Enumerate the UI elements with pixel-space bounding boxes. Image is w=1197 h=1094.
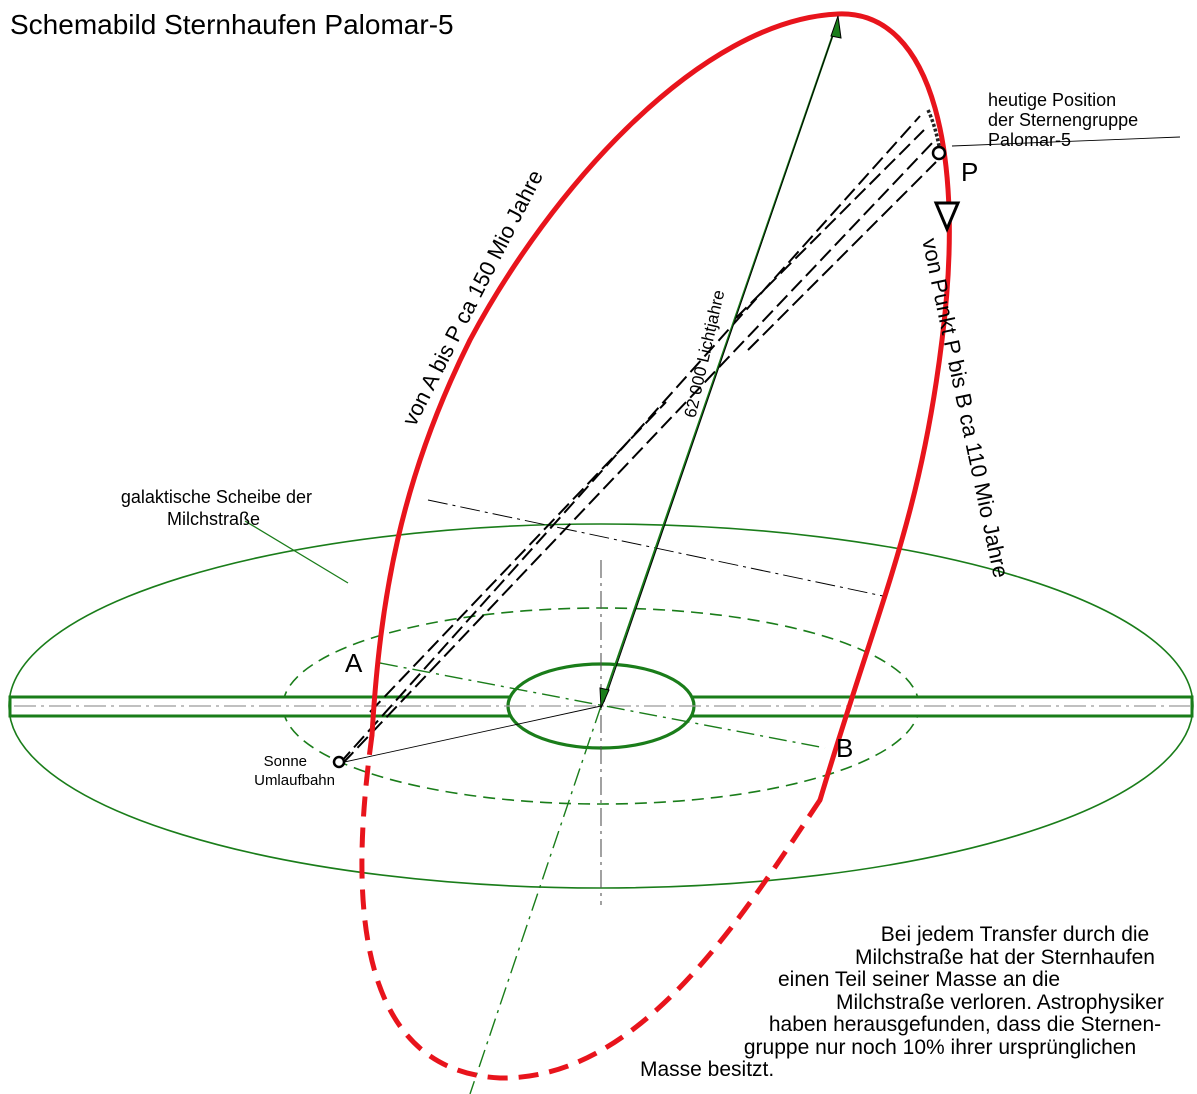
sight-line-5 — [735, 129, 925, 319]
sun-to-center-line — [339, 705, 602, 764]
distance-vector-shadow — [603, 25, 837, 703]
sight-line-4 — [747, 161, 937, 351]
distance-arrow-head-top — [830, 15, 842, 39]
sight-line-2 — [342, 138, 937, 764]
sun-marker — [332, 755, 346, 769]
orbit-direction-arrow-icon — [933, 201, 961, 233]
point-b-label: B — [836, 733, 854, 763]
disk-note-line-2: Milchstraße — [166, 509, 260, 529]
orbit-lower-dashed — [359, 734, 823, 1081]
diagram-title: Schemabild Sternhaufen Palomar-5 — [10, 9, 454, 40]
sun-note-line-2: Umlaufbahn — [254, 772, 335, 789]
orbit-current-segment — [926, 109, 941, 147]
disk-note-line-1: galaktische Scheibe der — [120, 487, 312, 507]
transfer-line-3: einen Teil seiner Masse an die — [778, 968, 1061, 991]
transfer-line-6: gruppe nur noch 10% ihrer ursprünglichen — [743, 1035, 1137, 1059]
point-p-label: P — [961, 157, 979, 187]
transfer-line-1: Bei jedem Transfer durch die — [880, 923, 1150, 946]
current-position-line-3: Palomar-5 — [988, 130, 1072, 150]
orbit-axis-lower — [469, 705, 602, 1094]
transfer-line-2: Milchstraße hat der Sternhaufen — [855, 945, 1155, 969]
orbit-upper-solid — [369, 11, 952, 803]
current-position-note: heutige Position der Sternengruppe Palom… — [988, 90, 1138, 150]
sight-line-3 — [369, 401, 667, 713]
disk-label-pointer — [244, 520, 349, 584]
disk-note: galaktische Scheibe der Milchstraße — [50, 486, 312, 530]
current-position-line-1: heutige Position — [988, 90, 1117, 110]
line-of-nodes — [379, 662, 826, 749]
palomar5-position-marker — [931, 145, 947, 161]
position-label-pointer — [951, 136, 1181, 147]
distance-arrow-head-bottom — [599, 687, 610, 709]
current-position-line-2: der Sternengruppe — [988, 110, 1139, 130]
sun-note: Sonne Umlaufbahn — [217, 752, 335, 790]
transfer-line-5: haben herausgefunden, dass die Sternen- — [768, 1013, 1162, 1036]
transfer-line-7: Masse besitzt. — [640, 1058, 775, 1081]
transfer-note: Bei jedem Transfer durch die Milchstraße… — [620, 923, 1197, 1082]
sight-line-1 — [339, 115, 921, 764]
sun-note-line-1: Sonne — [263, 753, 307, 770]
point-a-label: A — [345, 648, 363, 678]
transfer-line-4: Milchstraße verloren. Astrophysiker — [836, 990, 1164, 1014]
